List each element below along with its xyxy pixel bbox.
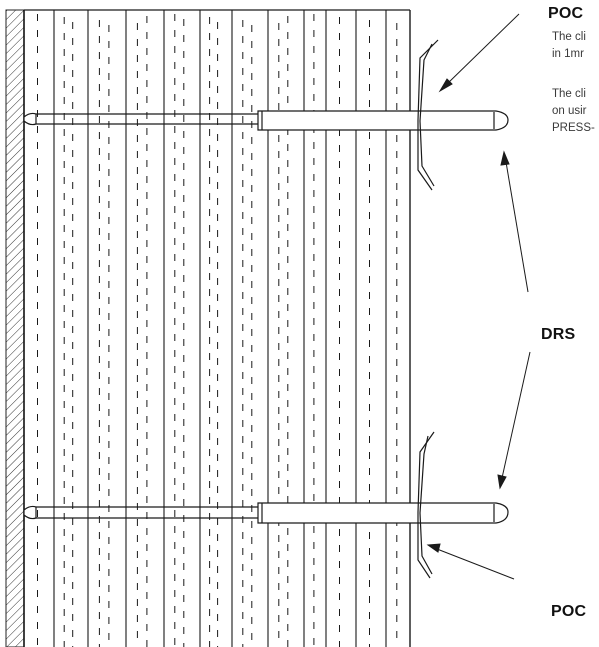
drs-heading: DRS <box>541 326 576 343</box>
bottom-anchor <box>23 431 509 579</box>
top-note-line-2: in 1mr <box>552 48 584 60</box>
arrow-to-top-clip <box>445 13 520 86</box>
top-note-line-1: The cli <box>552 31 586 43</box>
top-press-clip <box>417 39 439 191</box>
bottom-heading: POC <box>551 603 587 620</box>
leader-arrows <box>426 13 531 580</box>
bottom-anchor-tip <box>23 505 37 520</box>
mid-note-line-3: PRESS- <box>552 122 595 134</box>
arrow-to-bottom-sleeve <box>501 351 531 479</box>
top-heading: POC <box>548 5 584 22</box>
top-anchor-sleeve <box>257 110 509 131</box>
mid-note-line-2: on usir <box>552 105 587 117</box>
top-anchor-tip <box>23 112 37 126</box>
mid-note-line-1: The cli <box>552 88 586 100</box>
insulation-layers <box>24 9 411 647</box>
arrow-to-bottom-clip <box>436 548 515 580</box>
bottom-press-clip <box>417 431 435 579</box>
arrow-to-top-sleeve <box>505 161 529 293</box>
top-anchor <box>23 39 509 191</box>
bottom-anchor-sleeve <box>257 502 509 524</box>
wall-substrate <box>5 9 25 647</box>
